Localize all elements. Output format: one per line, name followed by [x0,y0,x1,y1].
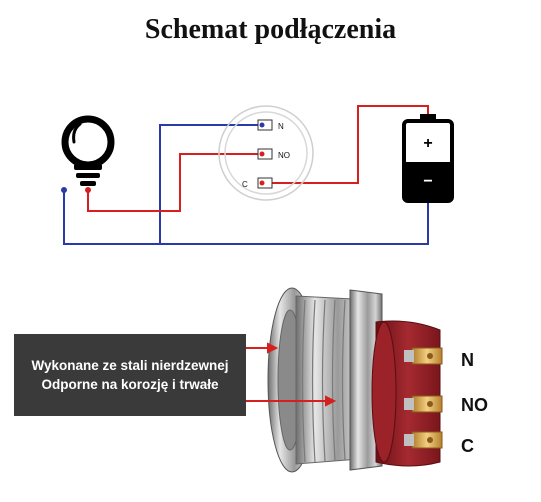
battery-plus: + [423,135,432,152]
pin-label-n: N [461,350,474,370]
pin-label-c: C [461,436,474,456]
terminal-tab-c [404,431,443,449]
info-box: Wykonane ze stali nierdzewnej Odporne na… [14,334,246,416]
blue-wire [63,124,429,245]
terminal-tab-no [404,395,443,413]
terminal-c-label: C [242,180,248,189]
junction-dot [61,187,67,193]
blue-wire-n [159,124,429,245]
red-wire-c [262,105,429,184]
lightbulb-icon [61,115,115,186]
junction-dot [85,187,91,193]
push-button-photo [267,287,443,473]
red-wire [87,105,429,212]
red-wire-no [87,153,262,212]
pin-label-no: NO [461,395,488,415]
info-line-2: Odporne na korozję i trwałe [41,377,219,392]
terminal-no [257,148,273,160]
terminal-tab-n [404,347,443,365]
terminal-n [257,119,273,131]
pointer-arrows [246,342,337,407]
page-title: Schemat podłączenia [144,14,397,45]
battery-icon: + − [402,114,454,203]
terminal-no-label: NO [278,151,290,160]
terminal-n-label: N [278,122,284,131]
info-line-1: Wykonane ze stali nierdzewnej [31,358,229,373]
terminal-c [257,177,273,189]
switch-symbol: N NO C [218,105,314,201]
blue-wire-lamp [63,190,160,245]
battery-minus: − [423,173,432,190]
